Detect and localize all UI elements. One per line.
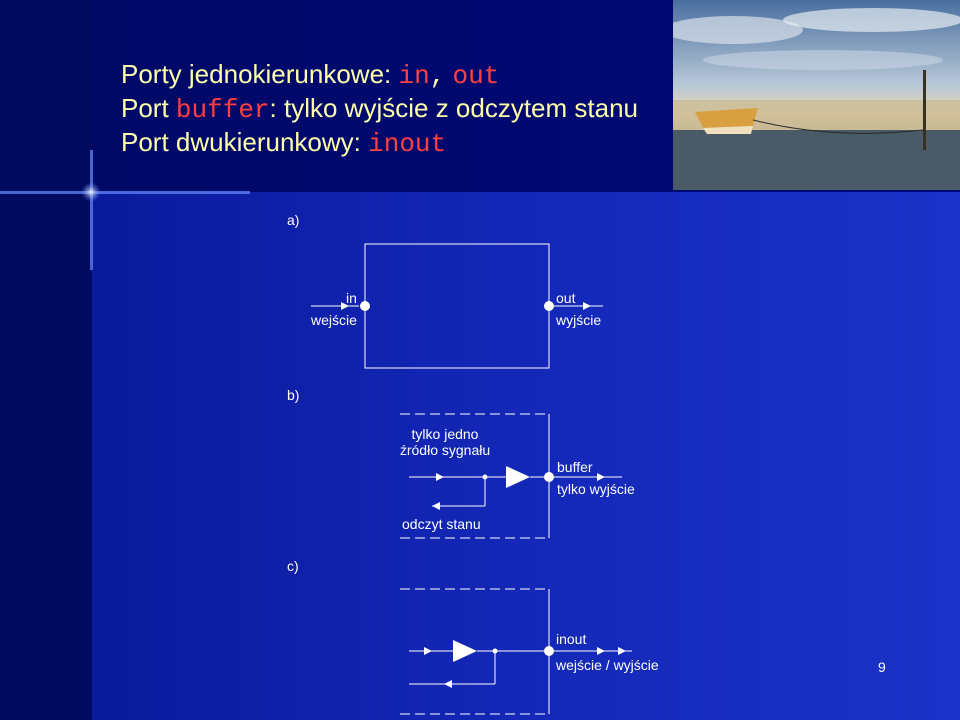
inout-port-dot xyxy=(544,646,554,656)
readback-label: odczyt stanu xyxy=(402,516,481,532)
diagram-a-label: a) xyxy=(287,212,300,228)
title-line-2-suffix: : tylko wyjście z odczytem stanu xyxy=(269,93,639,123)
keyword-in: in xyxy=(398,61,430,91)
inout-right-arrow2-icon xyxy=(618,647,626,655)
out-caption: wyjście xyxy=(556,312,602,328)
out-arrow-icon xyxy=(583,302,591,310)
diagram-b-label: b) xyxy=(287,387,300,403)
inout-label: inout xyxy=(556,631,587,647)
diagram-c-label: c) xyxy=(287,558,299,574)
out-label: out xyxy=(556,290,576,306)
buffer-out-arrow-icon xyxy=(597,473,605,481)
title-line-1-text: Porty jednokierunkowe: xyxy=(121,59,399,89)
entity-box xyxy=(364,243,550,369)
title-line-3-prefix: Port dwukierunkowy: xyxy=(121,127,369,157)
keyword-out: out xyxy=(452,61,500,91)
in-arrow-icon xyxy=(341,302,349,310)
buffer-in-arrow-icon xyxy=(436,473,444,481)
inout-junction-dot xyxy=(492,648,498,654)
readback-arrow-icon xyxy=(432,502,440,510)
boat-photo xyxy=(673,0,960,190)
title-line-2: Port buffer: tylko wyjście z odczytem st… xyxy=(121,92,638,126)
title-line-2-prefix: Port xyxy=(121,93,176,123)
buffer-junction-dot xyxy=(482,474,488,480)
buffer-driver-triangle-icon xyxy=(506,466,530,488)
in-caption: wejście xyxy=(311,312,357,328)
slide-title: Porty jednokierunkowe: in, out Port buff… xyxy=(121,58,638,160)
buffer-caption: tylko wyjście xyxy=(557,481,635,497)
title-line-1: Porty jednokierunkowe: in, out xyxy=(121,58,638,92)
inout-receive-arrow-icon xyxy=(444,680,452,688)
in-port-dot xyxy=(360,301,370,311)
source-line-2: źródło sygnału xyxy=(399,442,491,458)
inout-caption: wejście / wyjście xyxy=(556,657,659,673)
keyword-separator: , xyxy=(429,61,446,91)
keyword-inout: inout xyxy=(368,129,447,159)
inout-in-arrow-icon xyxy=(424,647,432,655)
source-line-1: tylko jedno xyxy=(411,426,479,442)
buffer-port-dot xyxy=(544,472,554,482)
buffer-label: buffer xyxy=(557,459,593,475)
inout-right-arrow-icon xyxy=(597,647,605,655)
keyword-buffer: buffer xyxy=(175,95,270,125)
in-label: in xyxy=(346,290,357,306)
title-line-3: Port dwukierunkowy: inout xyxy=(121,126,638,160)
out-port-dot xyxy=(544,301,554,311)
page-number: 9 xyxy=(878,659,886,675)
inout-driver-triangle-icon xyxy=(453,640,477,662)
